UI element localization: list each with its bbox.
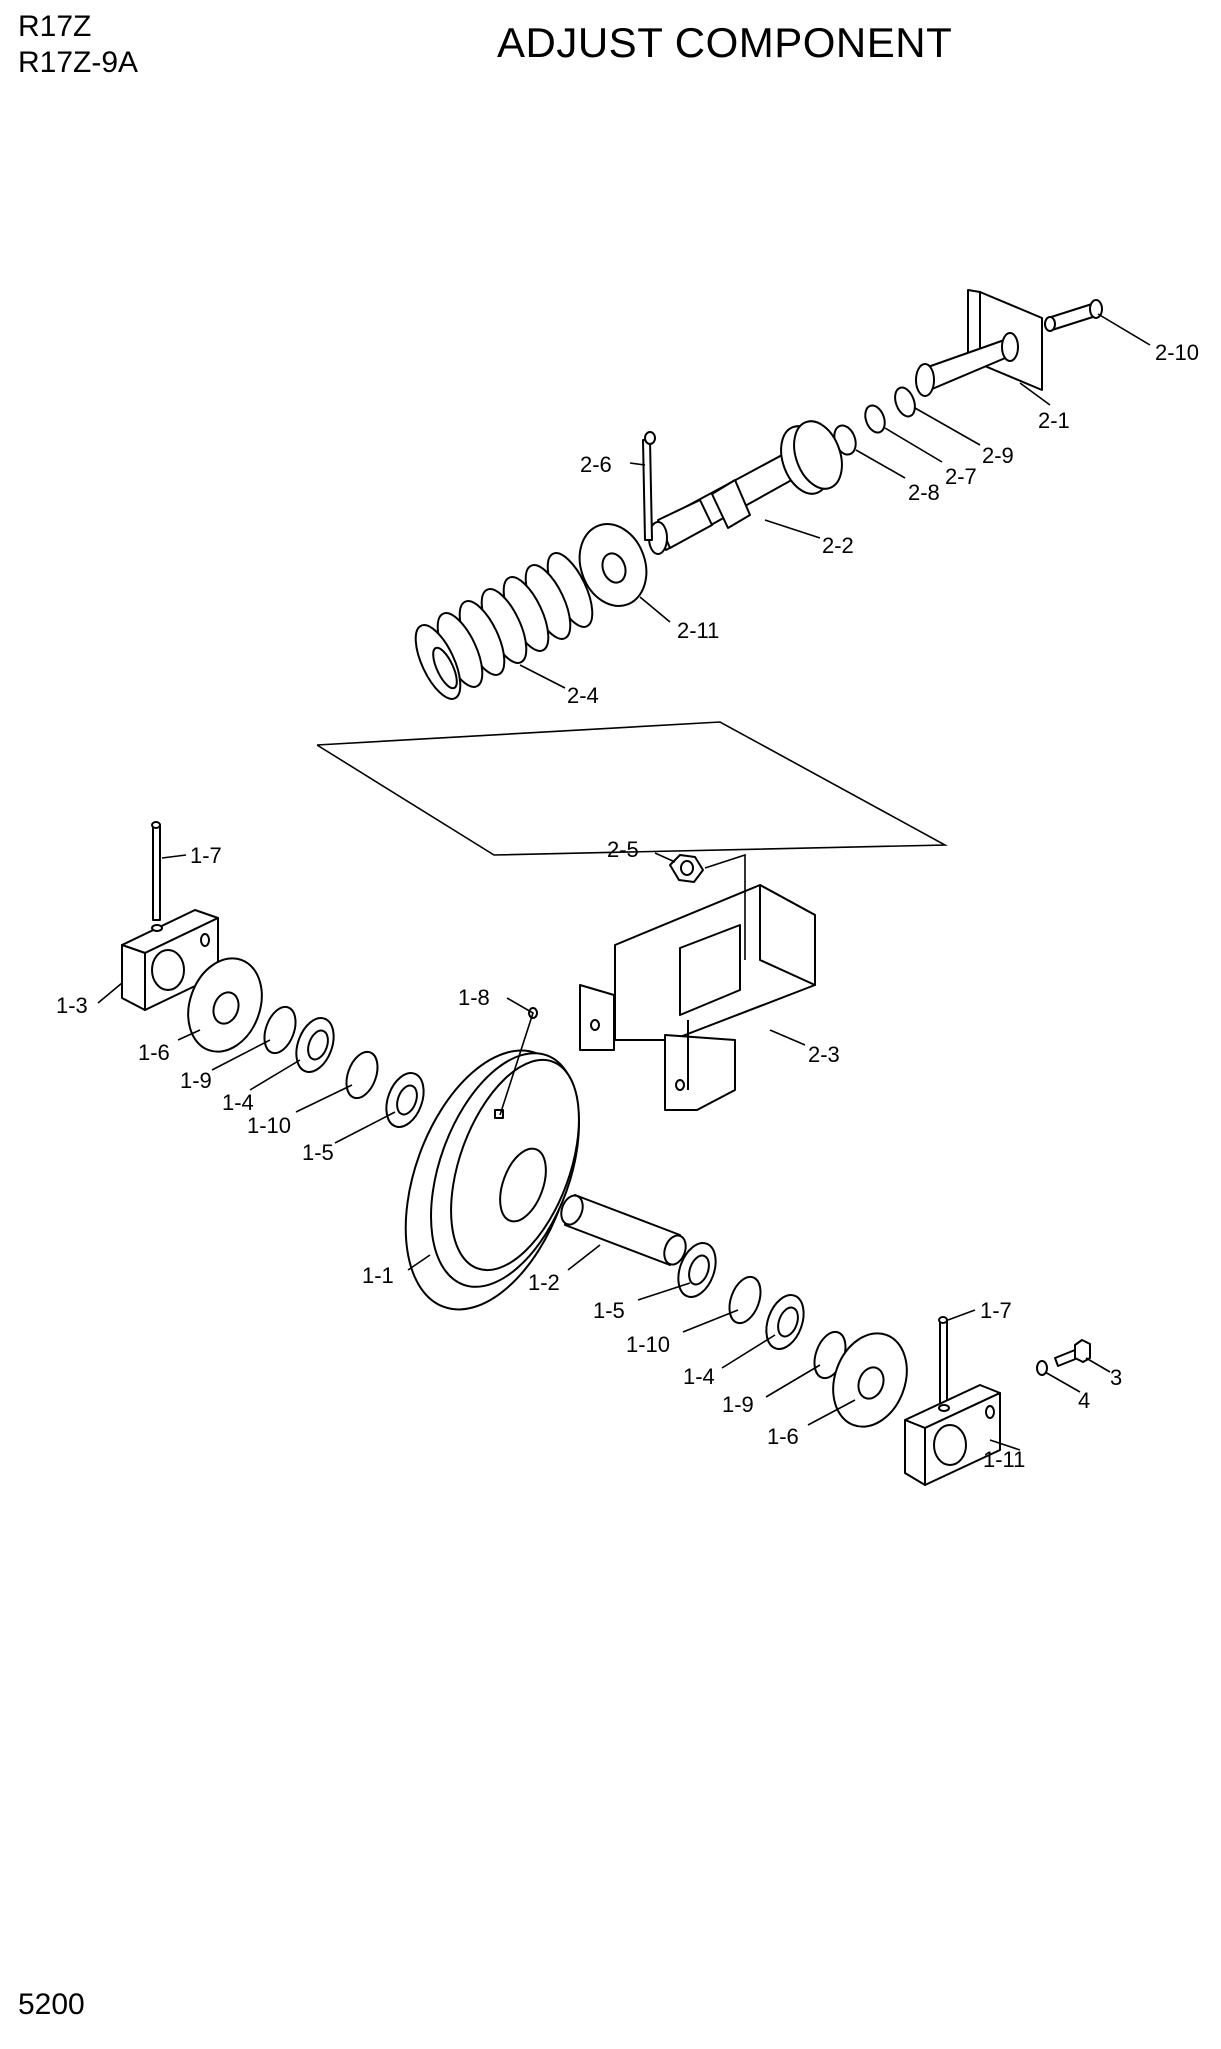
callout-2-9: 2-9 bbox=[982, 443, 1014, 468]
callout-1-6-right: 1-6 bbox=[767, 1424, 799, 1449]
model-label-r17z-9a: R17Z-9A bbox=[18, 46, 139, 79]
callout-1-10-right: 1-10 bbox=[626, 1332, 670, 1357]
part-1-6-washer-left bbox=[187, 957, 263, 1053]
callout-1-9-right: 1-9 bbox=[722, 1392, 754, 1417]
part-2-1-rod bbox=[915, 289, 1043, 397]
part-1-4-seal-right bbox=[765, 1294, 805, 1350]
callout-1-1: 1-1 bbox=[362, 1263, 394, 1288]
part-1-1-idler-wheel bbox=[404, 1049, 580, 1311]
part-1-3-block bbox=[121, 909, 219, 1011]
callout-1-5-right: 1-5 bbox=[593, 1298, 625, 1323]
page-number: 5200 bbox=[18, 1988, 85, 2021]
leader-lines bbox=[97, 313, 1151, 1451]
part-2-7-ring bbox=[864, 404, 886, 434]
part-4-washer bbox=[1036, 1360, 1048, 1376]
callout-4: 4 bbox=[1078, 1388, 1090, 1413]
model-label-r17z: R17Z bbox=[18, 10, 92, 43]
callout-1-4-left: 1-4 bbox=[222, 1090, 254, 1115]
part-2-10-grease-fitting bbox=[1044, 299, 1103, 332]
callout-1-10-left: 1-10 bbox=[247, 1113, 291, 1138]
callout-2-4: 2-4 bbox=[567, 683, 599, 708]
part-2-5-nut bbox=[669, 854, 704, 883]
callout-1-6-left: 1-6 bbox=[138, 1040, 170, 1065]
part-2-3-frame bbox=[579, 884, 816, 1111]
callout-1-11: 1-11 bbox=[983, 1447, 1025, 1472]
callout-3: 3 bbox=[1110, 1365, 1122, 1390]
part-1-10-ring-left bbox=[345, 1050, 379, 1100]
part-1-7-pin-left bbox=[151, 821, 161, 921]
part-1-5-bearing-left bbox=[385, 1072, 425, 1128]
callout-2-3: 2-3 bbox=[808, 1042, 840, 1067]
part-3-bolt bbox=[1054, 1339, 1091, 1367]
part-1-6-washer-right bbox=[832, 1332, 908, 1428]
part-2-9-ring bbox=[894, 386, 916, 418]
part-2-6-pin bbox=[642, 431, 656, 541]
callout-1-5-left: 1-5 bbox=[302, 1140, 334, 1165]
part-1-9-ring-left bbox=[263, 1005, 297, 1055]
callout-2-6: 2-6 bbox=[580, 452, 612, 477]
part-1-4-seal-left bbox=[295, 1017, 335, 1073]
part-2-2-rod bbox=[648, 420, 843, 555]
part-1-10-ring-right bbox=[728, 1275, 762, 1325]
callout-1-7-right: 1-7 bbox=[980, 1298, 1012, 1323]
callout-1-3: 1-3 bbox=[56, 993, 88, 1018]
callout-2-7: 2-7 bbox=[945, 464, 977, 489]
callout-1-8: 1-8 bbox=[458, 985, 490, 1010]
callout-2-2: 2-2 bbox=[822, 533, 854, 558]
part-1-11-block bbox=[904, 1384, 1001, 1486]
part-2-11-washer bbox=[578, 523, 648, 607]
page-title: ADJUST COMPONENT bbox=[497, 19, 953, 66]
callout-1-7-left: 1-7 bbox=[190, 843, 222, 868]
part-2-4-spring bbox=[414, 552, 594, 700]
callout-1-4-right: 1-4 bbox=[683, 1364, 715, 1389]
callout-2-11: 2-11 bbox=[677, 618, 719, 643]
assembly-outline bbox=[316, 721, 949, 856]
callout-2-1: 2-1 bbox=[1038, 408, 1070, 433]
callout-1-9-left: 1-9 bbox=[180, 1068, 212, 1093]
part-1-2-shaft bbox=[560, 1194, 687, 1266]
callout-2-5: 2-5 bbox=[607, 837, 639, 862]
callout-2-10: 2-10 bbox=[1155, 340, 1199, 365]
part-1-7-pin-right bbox=[938, 1316, 948, 1406]
callout-1-2: 1-2 bbox=[528, 1270, 560, 1295]
callout-2-8: 2-8 bbox=[908, 480, 940, 505]
